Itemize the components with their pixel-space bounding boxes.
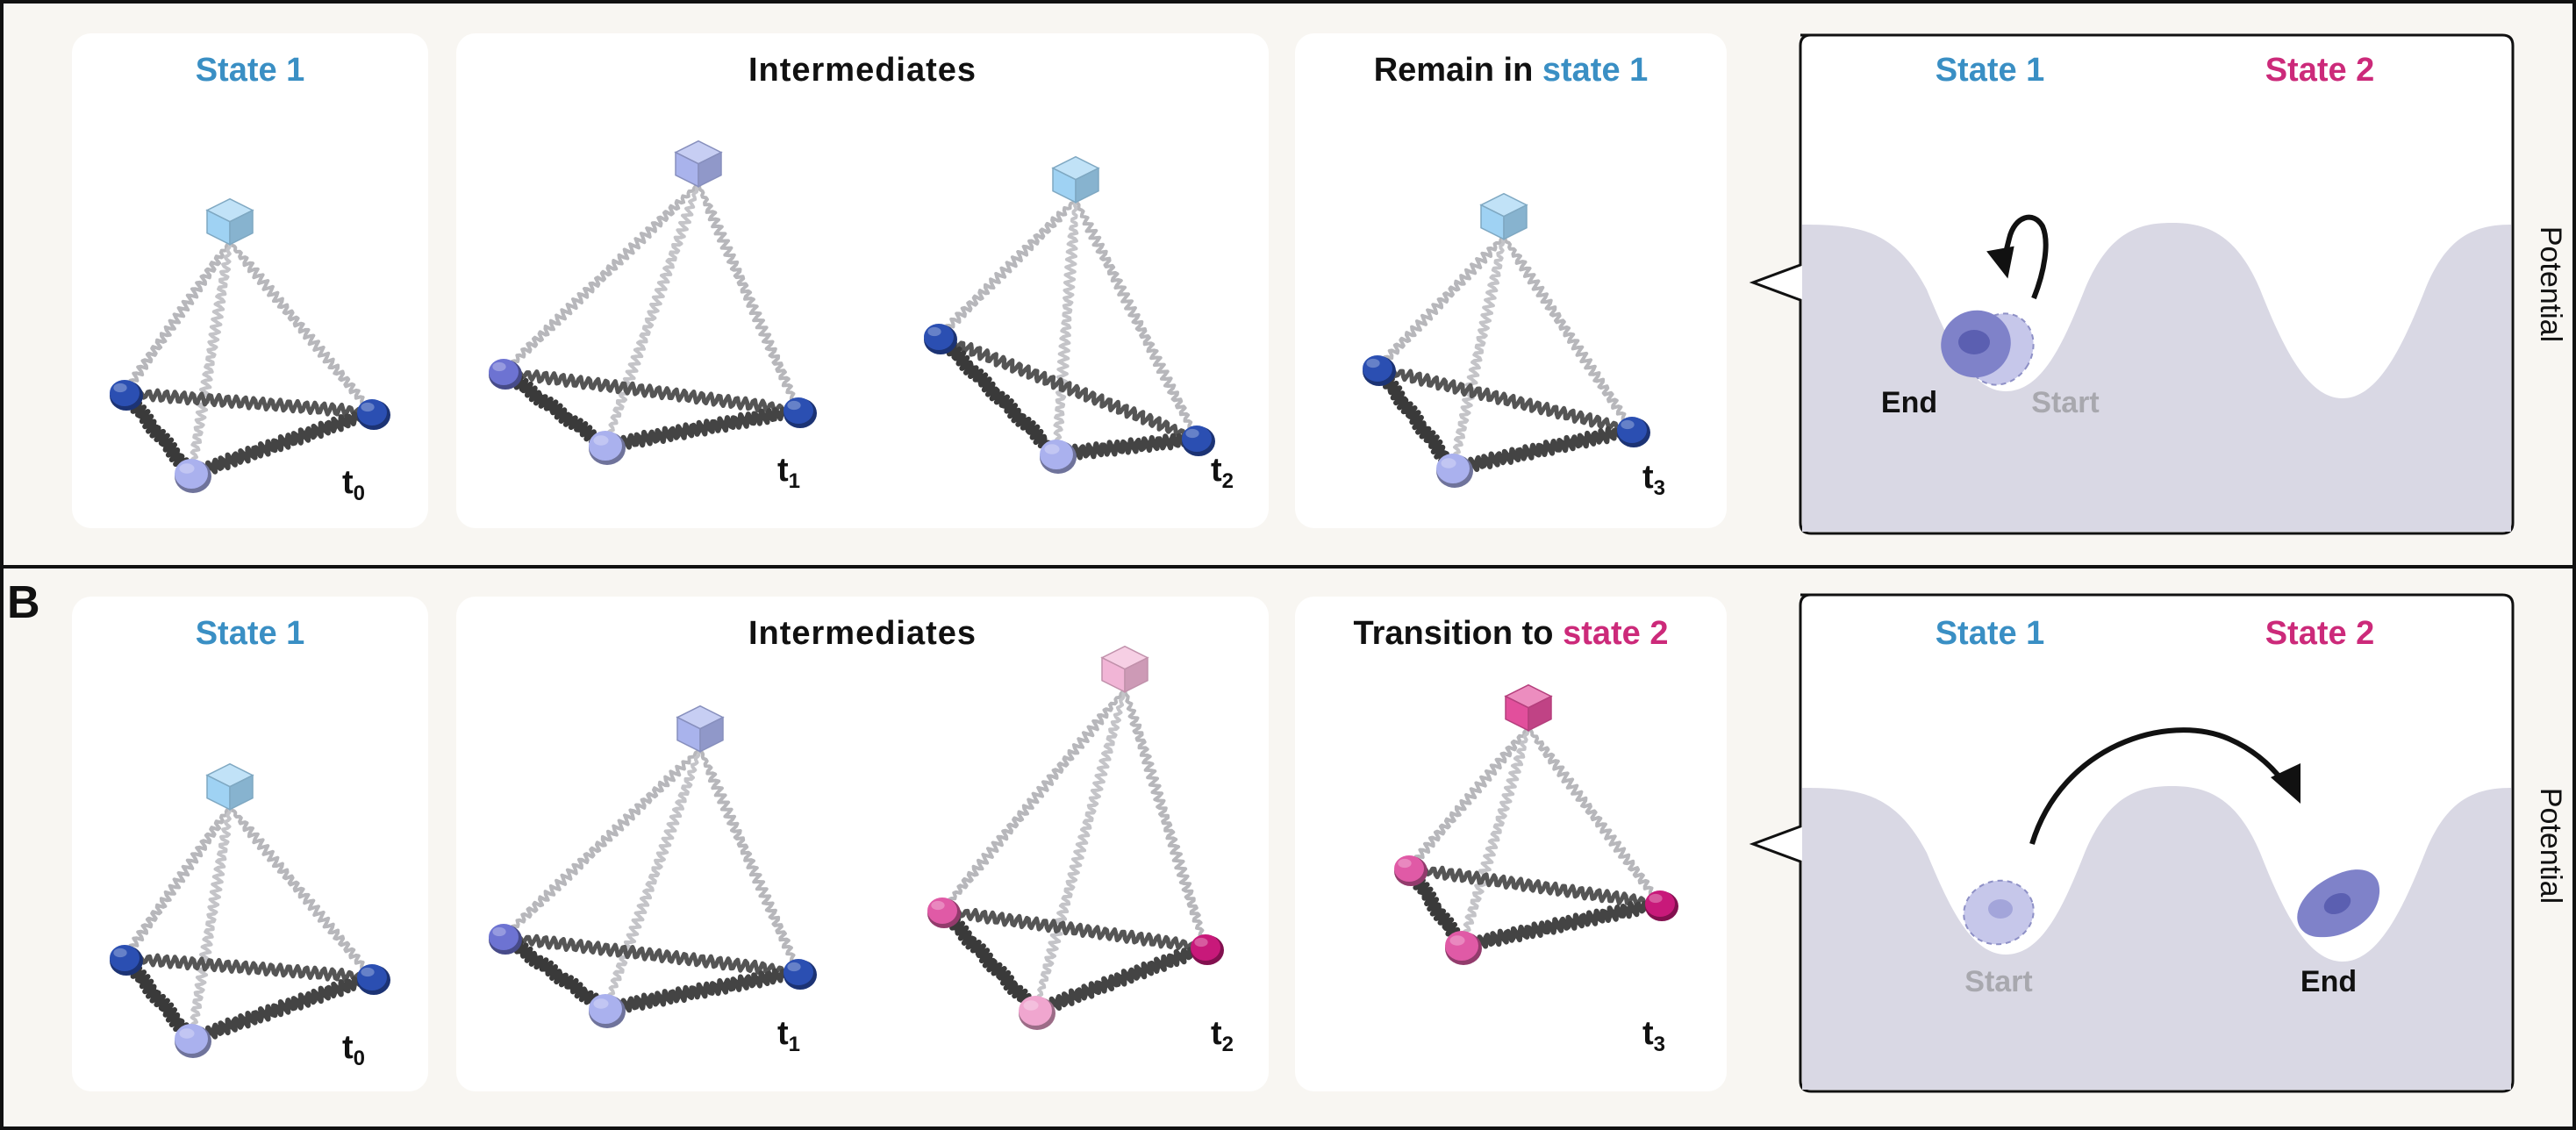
panel-b-letter: B	[7, 577, 40, 628]
molecule-a-t1	[489, 139, 817, 465]
start-blob-b	[1963, 879, 2035, 946]
card-b-state1	[72, 597, 428, 1091]
landscape-a-end-label: End	[1881, 386, 1937, 419]
panel-b: B State 1 Intermediates Transition to st…	[0, 565, 2576, 1130]
end-blob-a	[1941, 310, 2011, 378]
panel-a: State 1 Intermediates Remain in state 1 …	[0, 0, 2576, 569]
landscape-b-state2-label: State 2	[2265, 615, 2375, 652]
time-label-a-t3: t3	[1642, 459, 1665, 500]
card-a-state1	[72, 33, 428, 528]
landscape-a-state1-label: State 1	[1936, 52, 2045, 89]
time-label-a-t0: t0	[342, 464, 365, 505]
card-b-intermediates	[456, 597, 1269, 1091]
landscape-b-axis-label: Potential	[2534, 788, 2567, 904]
end-blob-b	[2297, 869, 2380, 938]
landscape-a-start-label: Start	[2031, 386, 2099, 419]
landscape-b-curve	[1802, 786, 2511, 1090]
time-label-b-t2: t2	[1211, 1015, 1234, 1056]
landscape-b-state1-label: State 1	[1936, 615, 2045, 652]
card-a-state1-title: State 1	[196, 52, 305, 89]
molecule-a-t0	[110, 197, 390, 493]
card-a-intermediates	[456, 33, 1269, 528]
landscape-a-curve	[1802, 223, 2511, 532]
transition-arrow-icon	[2029, 727, 2301, 845]
landscape-b: State 1 State 2 Potential Start End	[1749, 593, 2567, 1093]
molecule-b-t3	[1394, 683, 1678, 965]
time-label-a-t2: t2	[1211, 452, 1234, 493]
time-label-a-t1: t1	[777, 452, 800, 493]
molecule-a-t2	[924, 155, 1215, 474]
landscape-b-start-label: Start	[1964, 965, 2032, 998]
landscape-b-end-label: End	[2301, 965, 2357, 998]
landscape-a: State 1 State 2 Potential End Start	[1749, 33, 2567, 535]
time-label-b-t3: t3	[1642, 1015, 1665, 1056]
card-a-remain-title: Remain in state 1	[1374, 52, 1649, 89]
card-b-transition-title: Transition to state 2	[1354, 615, 1669, 652]
time-label-b-t0: t0	[342, 1029, 365, 1070]
card-b-transition	[1295, 597, 1727, 1091]
bounce-arrow-icon	[1986, 214, 2049, 300]
molecule-b-t0	[110, 762, 390, 1058]
molecule-a-t3	[1363, 192, 1650, 488]
card-a-intermediates-title: Intermediates	[748, 52, 977, 89]
time-label-b-t1: t1	[777, 1015, 800, 1056]
landscape-a-state2-label: State 2	[2265, 52, 2375, 89]
card-b-intermediates-title: Intermediates	[748, 615, 977, 652]
card-b-state1-title: State 1	[196, 615, 305, 652]
landscape-a-axis-label: Potential	[2534, 226, 2567, 342]
molecule-b-t1	[489, 704, 817, 1028]
molecule-b-t2	[927, 645, 1224, 1030]
